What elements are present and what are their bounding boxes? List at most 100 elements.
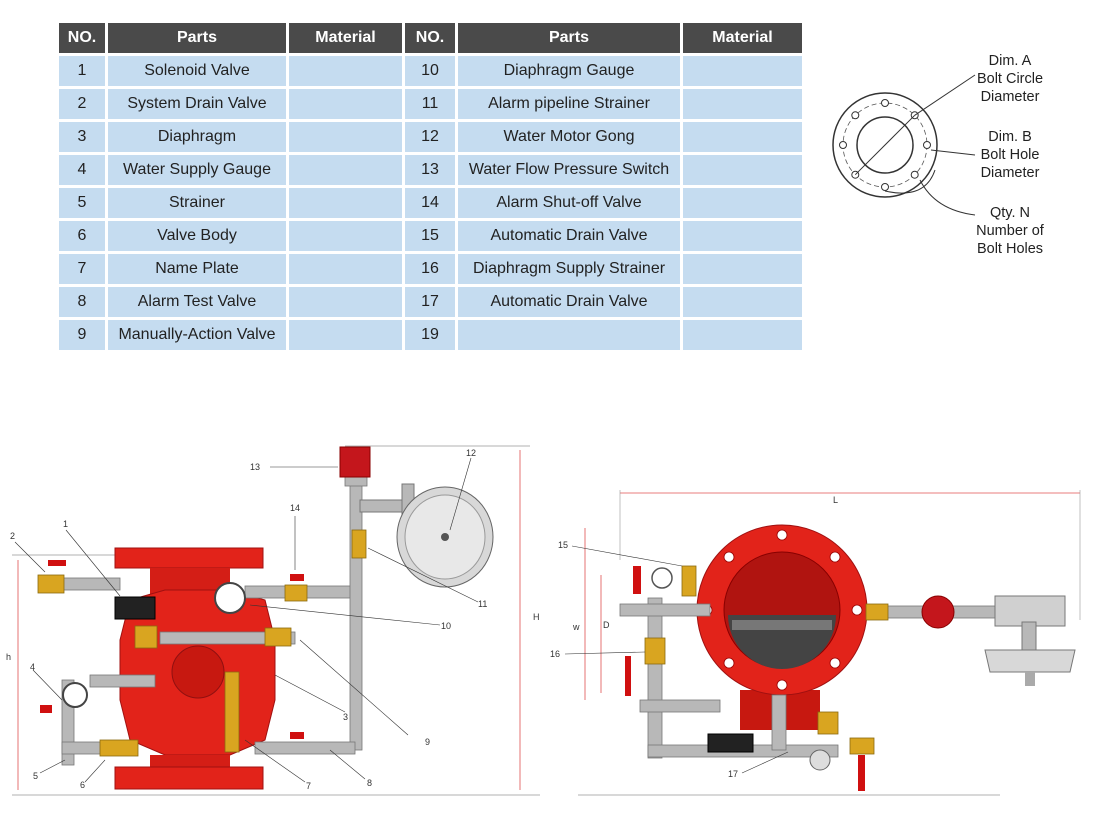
cell-material	[683, 155, 802, 185]
valve-body-side	[114, 547, 276, 790]
callout-5: 5	[33, 771, 38, 781]
cell-no: 13	[405, 155, 455, 185]
cell-material	[683, 122, 802, 152]
cell-part: Alarm Test Valve	[108, 287, 286, 317]
callout-4: 4	[30, 662, 35, 672]
cell-material	[683, 56, 802, 86]
cell-part: Strainer	[108, 188, 286, 218]
cell-no: 12	[405, 122, 455, 152]
cell-no: 2	[59, 89, 105, 119]
cell-material	[683, 287, 802, 317]
cell-no: 6	[59, 221, 105, 251]
cell-part: Diaphragm Gauge	[458, 56, 680, 86]
header-parts: Parts	[458, 23, 680, 53]
side-view: 1 2 3 4 5 6 7 8 9 10 11 12 13 14 h H	[6, 445, 540, 796]
dim-b-label: Dim. B Bolt Hole Diameter	[980, 129, 1040, 181]
table-header-row: NO. Parts Material NO. Parts Material	[59, 23, 802, 53]
callout-3: 3	[343, 712, 348, 722]
callout-1: 1	[63, 519, 68, 529]
cell-part: Manually-Action Valve	[108, 320, 286, 350]
dim-l: L	[833, 495, 838, 505]
dim-h-large: H	[533, 612, 540, 622]
front-view: 15 16 17 L w D	[550, 490, 1081, 796]
table-row: 4 Water Supply Gauge 13 Water Flow Press…	[59, 155, 802, 185]
table-row: 2 System Drain Valve 11 Alarm pipeline S…	[59, 89, 802, 119]
cell-material	[683, 89, 802, 119]
dim-w: w	[572, 622, 580, 632]
cell-part: Solenoid Valve	[108, 56, 286, 86]
cell-no: 4	[59, 155, 105, 185]
cell-material	[683, 188, 802, 218]
cell-no: 14	[405, 188, 455, 218]
callout-16: 16	[550, 649, 560, 659]
table-row: 1 Solenoid Valve 10 Diaphragm Gauge	[59, 56, 802, 86]
flange-diagram	[832, 74, 976, 216]
cell-no: 17	[405, 287, 455, 317]
valve-body-front	[696, 524, 868, 730]
cell-part: Diaphragm	[108, 122, 286, 152]
flange-drawing	[832, 74, 976, 216]
water-motor-gong	[359, 483, 494, 588]
cell-material	[289, 287, 402, 317]
header-no: NO.	[405, 23, 455, 53]
cell-part: Automatic Drain Valve	[458, 287, 680, 317]
cell-part: System Drain Valve	[108, 89, 286, 119]
cell-no: 19	[405, 320, 455, 350]
callout-14: 14	[290, 503, 300, 513]
table-row: 8 Alarm Test Valve 17 Automatic Drain Va…	[59, 287, 802, 317]
cell-no: 10	[405, 56, 455, 86]
callout-6: 6	[80, 780, 85, 790]
callout-9: 9	[425, 737, 430, 747]
dim-a-label: Dim. A Bolt Circle Diameter	[976, 53, 1044, 105]
cell-no: 3	[59, 122, 105, 152]
cell-material	[289, 155, 402, 185]
parts-table: NO. Parts Material NO. Parts Material 1 …	[56, 20, 805, 353]
valve-diagrams: 1 2 3 4 5 6 7 8 9 10 11 12 13 14 h H	[6, 445, 1081, 796]
callout-17: 17	[728, 769, 738, 779]
cell-material	[289, 56, 402, 86]
cell-material	[289, 122, 402, 152]
cell-material	[683, 320, 802, 350]
cell-material	[289, 89, 402, 119]
callout-12: 12	[466, 448, 476, 458]
cell-part: Water Supply Gauge	[108, 155, 286, 185]
table-row: 9 Manually-Action Valve 19	[59, 320, 802, 350]
cell-part: Diaphragm Supply Strainer	[458, 254, 680, 284]
table-row: 7 Name Plate 16 Diaphragm Supply Straine…	[59, 254, 802, 284]
cell-no: 5	[59, 188, 105, 218]
cell-part: Automatic Drain Valve	[458, 221, 680, 251]
dim-h-small: h	[6, 652, 11, 662]
cell-part: Alarm Shut-off Valve	[458, 188, 680, 218]
cell-material	[289, 188, 402, 218]
table-row: 6 Valve Body 15 Automatic Drain Valve	[59, 221, 802, 251]
cell-part: Alarm pipeline Strainer	[458, 89, 680, 119]
cell-no: 11	[405, 89, 455, 119]
callout-15: 15	[558, 540, 568, 550]
table-row: 5 Strainer 14 Alarm Shut-off Valve	[59, 188, 802, 218]
cell-no: 16	[405, 254, 455, 284]
header-parts: Parts	[108, 23, 286, 53]
callout-2: 2	[10, 531, 15, 541]
dim-d: D	[603, 620, 610, 630]
cell-material	[289, 221, 402, 251]
header-material: Material	[289, 23, 402, 53]
callout-7: 7	[306, 781, 311, 791]
cell-no: 7	[59, 254, 105, 284]
cell-part: Water Flow Pressure Switch	[458, 155, 680, 185]
callout-8: 8	[367, 778, 372, 788]
header-material: Material	[683, 23, 802, 53]
cell-no: 8	[59, 287, 105, 317]
cell-material	[289, 254, 402, 284]
cell-part	[458, 320, 680, 350]
water-motor-gong-front	[984, 595, 1076, 686]
cell-part: Water Motor Gong	[458, 122, 680, 152]
cell-no: 15	[405, 221, 455, 251]
cell-no: 1	[59, 56, 105, 86]
qty-n-label: Qty. N Number of Bolt Holes	[976, 205, 1044, 257]
table-row: 3 Diaphragm 12 Water Motor Gong	[59, 122, 802, 152]
cell-material	[683, 221, 802, 251]
cell-no: 9	[59, 320, 105, 350]
header-no: NO.	[59, 23, 105, 53]
cell-material	[289, 320, 402, 350]
callout-13: 13	[250, 462, 260, 472]
